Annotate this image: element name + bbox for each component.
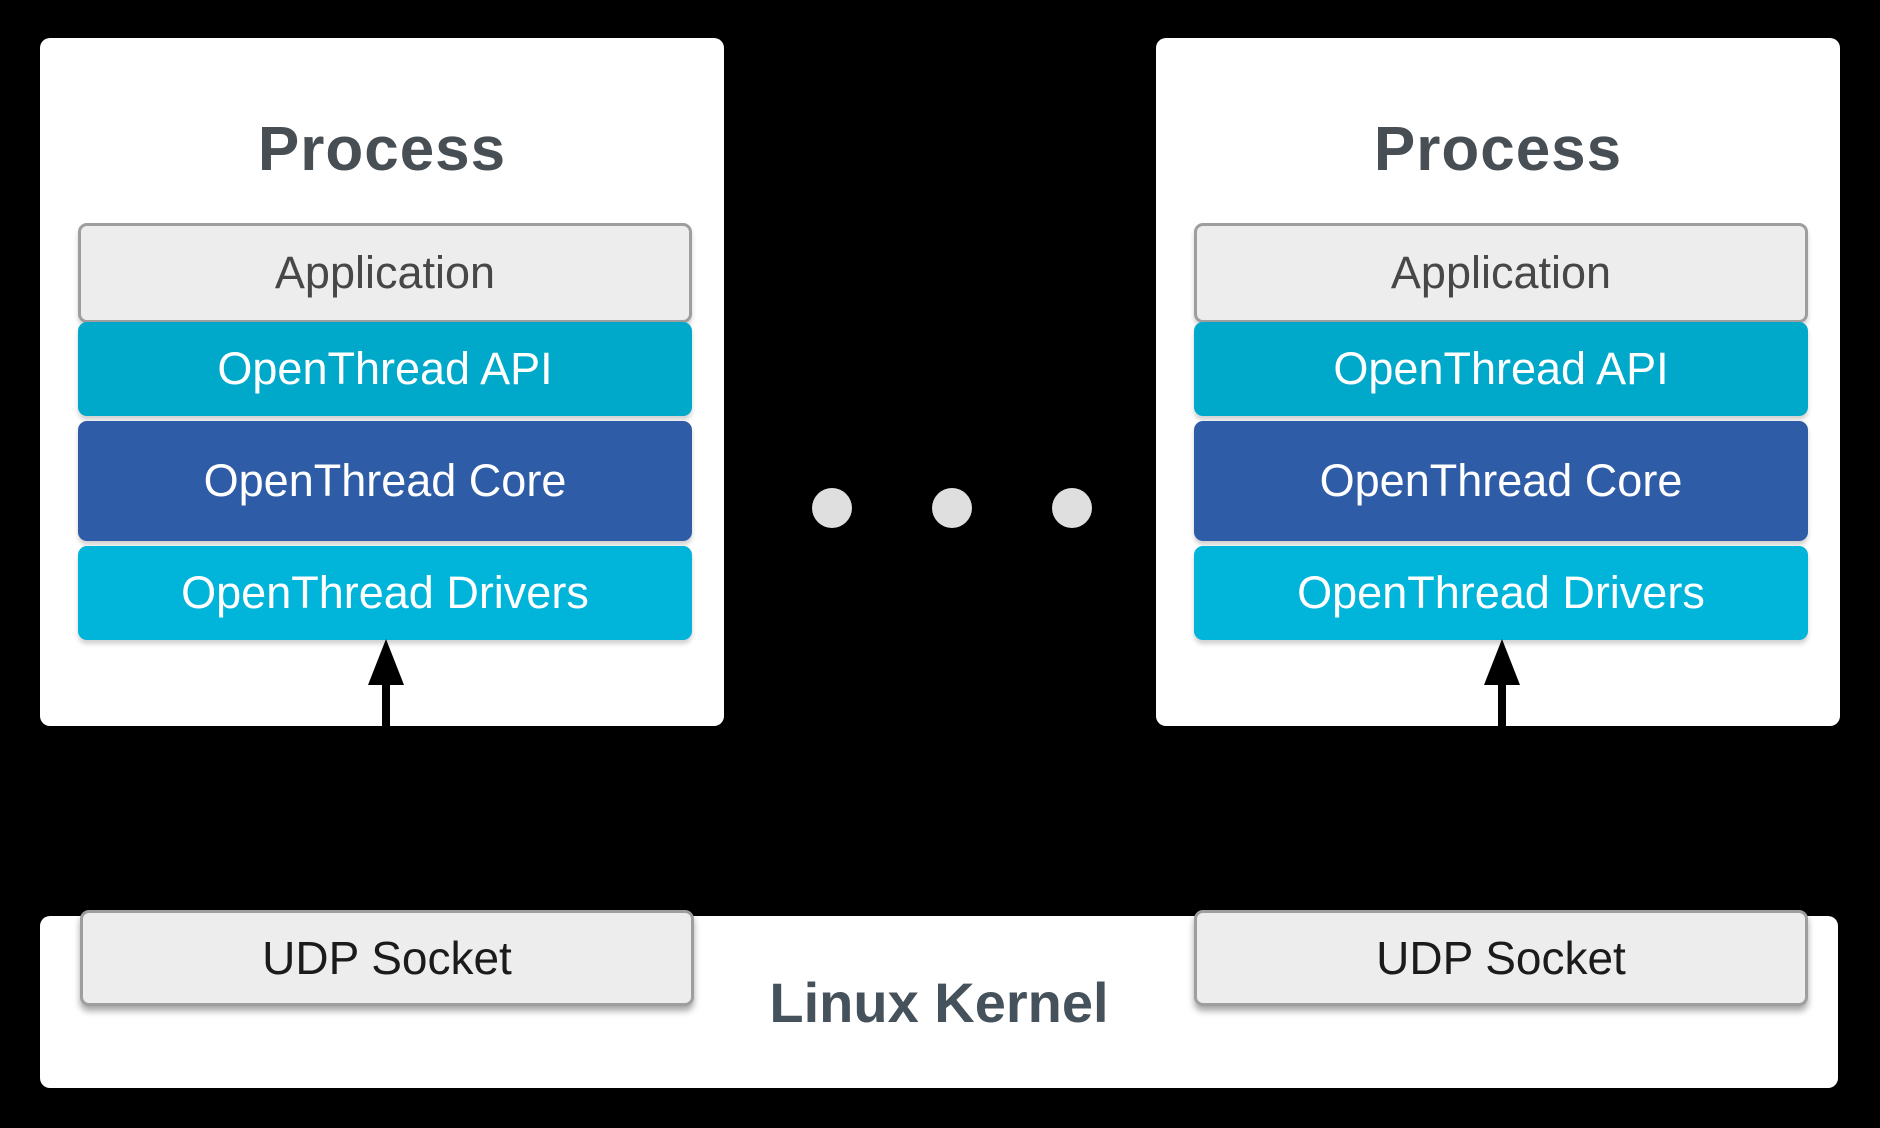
ellipsis-dot <box>812 488 852 528</box>
linux-kernel-label: Linux Kernel <box>769 971 1109 1034</box>
layer-openthread-core: OpenThread Core <box>1194 421 1808 541</box>
process-box-left: Process Application OpenThread API OpenT… <box>40 38 724 726</box>
udp-socket-right: UDP Socket <box>1194 910 1808 1006</box>
up-arrow-icon <box>1484 639 1520 726</box>
layer-application: Application <box>1194 223 1808 323</box>
process-title: Process <box>257 115 507 184</box>
process-title: Process <box>1373 115 1623 184</box>
linux-kernel-box: UDP Socket UDP Socket Linux Kernel <box>40 910 1838 1088</box>
layer-openthread-api: OpenThread API <box>78 322 692 416</box>
layer-application: Application <box>78 223 692 323</box>
layer-openthread-drivers: OpenThread Drivers <box>1194 546 1808 640</box>
up-arrow-icon <box>368 639 404 726</box>
layer-openthread-api: OpenThread API <box>1194 322 1808 416</box>
layer-openthread-drivers: OpenThread Drivers <box>78 546 692 640</box>
process-box-right: Process Application OpenThread API OpenT… <box>1156 38 1840 726</box>
udp-socket-left: UDP Socket <box>80 910 694 1006</box>
ellipsis-dot <box>932 488 972 528</box>
ellipsis-dot <box>1052 488 1092 528</box>
layer-openthread-core: OpenThread Core <box>78 421 692 541</box>
